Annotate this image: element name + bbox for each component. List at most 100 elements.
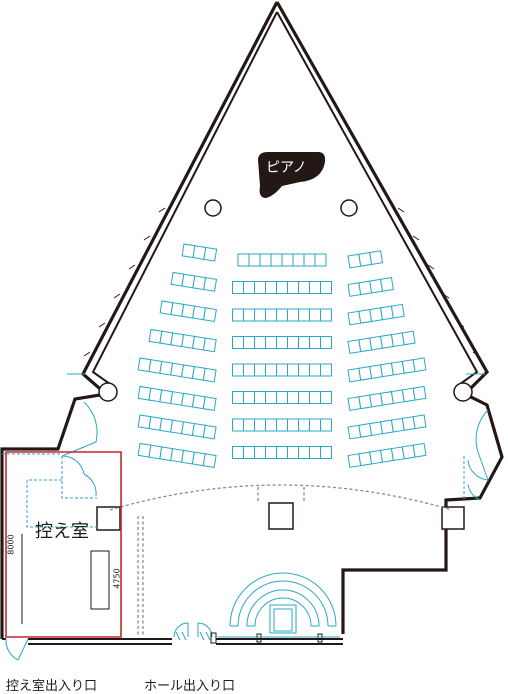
seat [276, 281, 288, 294]
seat [232, 446, 244, 459]
anteroom-label: 控え室 [35, 521, 89, 542]
seat [202, 424, 217, 440]
seat-row [137, 385, 217, 411]
pillar-icon [204, 199, 222, 217]
hall-entrance-doors [173, 622, 217, 644]
hall-divider [257, 487, 305, 503]
seat-row [347, 442, 427, 468]
seat [314, 253, 327, 267]
seat [320, 446, 332, 459]
seat-row [137, 357, 217, 383]
seat [265, 363, 277, 377]
seat [281, 253, 294, 267]
seat [276, 418, 288, 432]
seat [265, 336, 277, 349]
stage-arc-icon [218, 572, 340, 643]
seat [369, 250, 384, 265]
seat [309, 308, 321, 322]
seat [254, 446, 266, 459]
seat [254, 363, 266, 377]
seat-row [347, 385, 427, 411]
seat [259, 253, 272, 267]
seat [298, 281, 310, 294]
seat-row [347, 330, 416, 354]
pillar-icon [340, 199, 358, 217]
seat [265, 391, 277, 404]
seat [320, 308, 332, 322]
seat [298, 336, 310, 349]
hall-entrance-label: ホール出入り口 [144, 679, 236, 694]
seat [287, 446, 299, 459]
column-icon [268, 502, 294, 530]
seat [287, 281, 299, 294]
seat-row [347, 303, 405, 326]
seat [309, 281, 321, 294]
door-swing-icon [5, 373, 485, 661]
seat [309, 391, 321, 404]
seat [243, 281, 255, 294]
seat-row [232, 391, 332, 404]
column-icon [96, 506, 121, 531]
seat [232, 336, 244, 349]
seat [243, 446, 255, 459]
seat-row [232, 281, 332, 294]
piano-label: ピアノ [266, 160, 307, 176]
seat [320, 336, 332, 349]
seat [303, 253, 316, 267]
seat [203, 307, 217, 323]
seat [320, 281, 332, 294]
seat-row [237, 253, 327, 267]
partition-line [137, 516, 144, 636]
seat [203, 246, 218, 262]
seat [287, 391, 299, 404]
seat [380, 277, 394, 292]
seat [412, 385, 427, 401]
seat [276, 391, 288, 404]
seat-row [232, 336, 332, 349]
seat [265, 446, 277, 459]
seat-row [232, 418, 332, 432]
seat [390, 303, 405, 319]
seat [298, 363, 310, 377]
seat [309, 418, 321, 432]
seat [265, 308, 277, 322]
column-icon [441, 506, 465, 530]
seat [298, 308, 310, 322]
seat [276, 363, 288, 377]
seat-row [148, 328, 217, 353]
seat [254, 281, 266, 294]
pillar-icon [98, 382, 118, 402]
seat [265, 418, 277, 432]
seat [243, 391, 255, 404]
seat [232, 418, 244, 432]
seat [309, 336, 321, 349]
window-marks-left [83, 207, 166, 357]
seat [287, 308, 299, 322]
seat [248, 253, 261, 267]
door-swing-icon [2, 401, 98, 528]
seat [232, 363, 244, 377]
seat-row [232, 363, 332, 377]
door-swing-icon [463, 409, 489, 501]
seat [202, 337, 217, 353]
seat [401, 330, 416, 346]
seat [287, 336, 299, 349]
seat [287, 418, 299, 432]
seat [254, 418, 266, 432]
pillar-icon [453, 382, 473, 402]
seat [292, 253, 305, 267]
hall-divider [109, 484, 453, 511]
seat-row [170, 271, 218, 292]
anteroom-entrance-label: 控え室出入り口 [6, 679, 98, 694]
seat [254, 391, 266, 404]
seat [412, 442, 427, 458]
seat-row [137, 442, 217, 468]
seat [202, 453, 217, 468]
seat [243, 418, 255, 432]
dimension-height: 4750 [112, 568, 122, 589]
seat [298, 391, 310, 404]
seat [202, 396, 217, 411]
seat [265, 281, 277, 294]
seat [254, 336, 266, 349]
seat [254, 308, 266, 322]
